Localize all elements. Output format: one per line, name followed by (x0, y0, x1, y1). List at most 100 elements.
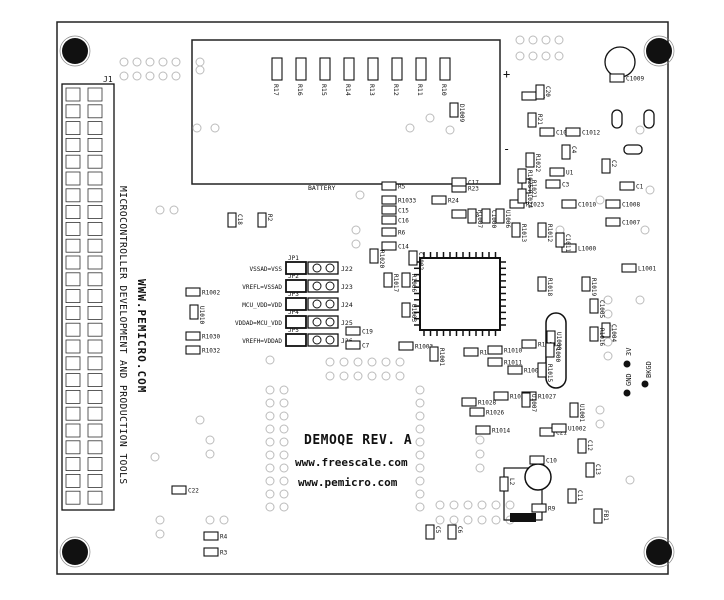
resistor-body (319, 57, 331, 81)
smd-part (529, 455, 545, 465)
smd-part (521, 91, 537, 101)
designator-label: C3 (562, 182, 570, 189)
smd-part (185, 287, 201, 297)
smd-part (517, 188, 527, 204)
via (279, 476, 289, 486)
designator-label: C1007 (622, 220, 640, 227)
connector-pin (87, 339, 103, 354)
smd-part (451, 177, 467, 187)
via (325, 357, 335, 367)
mounting-hole-top-left (62, 38, 88, 64)
via (353, 371, 363, 381)
designator-label: U1000 (555, 332, 562, 350)
connector-pin (87, 289, 103, 304)
battery-label: BATTERY (308, 184, 335, 192)
resistor-body (439, 57, 451, 81)
via (158, 71, 168, 81)
smd-part (537, 276, 547, 292)
connector-pin (65, 121, 81, 135)
designator-label: R1013 (520, 224, 527, 242)
jumper-function-label: VREFH=VDDAD (242, 338, 282, 345)
jumper-function-label: VDDAD=MCU_VDD (235, 320, 282, 327)
board-outline (56, 21, 669, 575)
smd-part (381, 241, 397, 251)
via (279, 437, 289, 447)
jumper-ref-label: J23 (341, 283, 353, 291)
via (435, 500, 445, 510)
via (554, 35, 564, 45)
designator-label: R1011 (504, 360, 522, 367)
via (477, 515, 487, 525)
via (265, 489, 275, 499)
via (158, 57, 168, 67)
designator-label: C17 (468, 180, 479, 187)
via (505, 500, 515, 510)
designator-label: C18 (236, 214, 243, 225)
designator-label: R4 (220, 534, 228, 541)
via (515, 35, 525, 45)
designator-label: C15 (398, 208, 409, 215)
via (279, 502, 289, 512)
via (541, 35, 551, 45)
via (325, 371, 335, 381)
smd-part (589, 326, 599, 342)
via (119, 71, 129, 81)
resistor-label: R12 (392, 84, 400, 96)
via (210, 123, 220, 133)
connector-pin (65, 104, 81, 119)
connector-pin (87, 373, 103, 388)
jumper-shunt[interactable] (285, 279, 307, 293)
smd-part (493, 391, 509, 401)
via (415, 463, 425, 473)
url-pemicro: www.pemicro.com (298, 476, 398, 489)
designator-label: R1024 (526, 190, 533, 208)
connector-j1 (61, 83, 115, 511)
via (491, 515, 501, 525)
connector-pin (65, 171, 81, 186)
via (265, 502, 275, 512)
via (491, 500, 501, 510)
test-points: 3V BKGD GND (623, 347, 653, 397)
via (595, 419, 605, 429)
resistor-body (391, 57, 403, 81)
jumper-shunt[interactable] (285, 261, 307, 275)
designator-label: R1033 (398, 198, 416, 205)
designator-label: C1000 (490, 210, 497, 228)
designator-label: R1029 (510, 394, 528, 401)
via (279, 450, 289, 460)
designator-label: R21 (536, 114, 543, 125)
via (351, 225, 361, 235)
via (351, 239, 361, 249)
connector-pin (87, 457, 103, 472)
board-title: DEMOQE REV. A (304, 433, 412, 448)
designator-label: R9 (548, 506, 556, 513)
resistor-label: R15 (320, 84, 328, 96)
via (265, 450, 275, 460)
jumper-shunt[interactable] (285, 297, 307, 311)
designator-label: R1007 (476, 210, 483, 228)
designator-label: C2 (610, 160, 617, 168)
smd-part (171, 485, 187, 495)
via (265, 437, 275, 447)
smd-part (537, 362, 547, 378)
designator-label: R1002 (202, 290, 220, 297)
via (279, 463, 289, 473)
connector-pin (65, 356, 81, 371)
designator-label: C1008 (622, 202, 640, 209)
side-text-url: WWW.PEMICRO.COM (135, 279, 148, 393)
connector-pin (65, 373, 81, 388)
smd-part (381, 181, 397, 191)
testpoint-bkgd (641, 380, 649, 388)
designator-label: R1026 (486, 410, 504, 417)
jumper-shunt[interactable] (285, 315, 307, 329)
connector-pin (87, 238, 103, 253)
jumper-id-label: JP5 (288, 327, 299, 334)
battery-plus: + (503, 67, 510, 81)
smd-part (381, 227, 397, 237)
smd-part (203, 547, 219, 557)
designator-label: C22 (188, 488, 199, 495)
smd-part (585, 462, 595, 478)
jumper-shunt[interactable] (285, 333, 307, 347)
smd-part (449, 102, 459, 118)
jumper-header (307, 315, 339, 329)
